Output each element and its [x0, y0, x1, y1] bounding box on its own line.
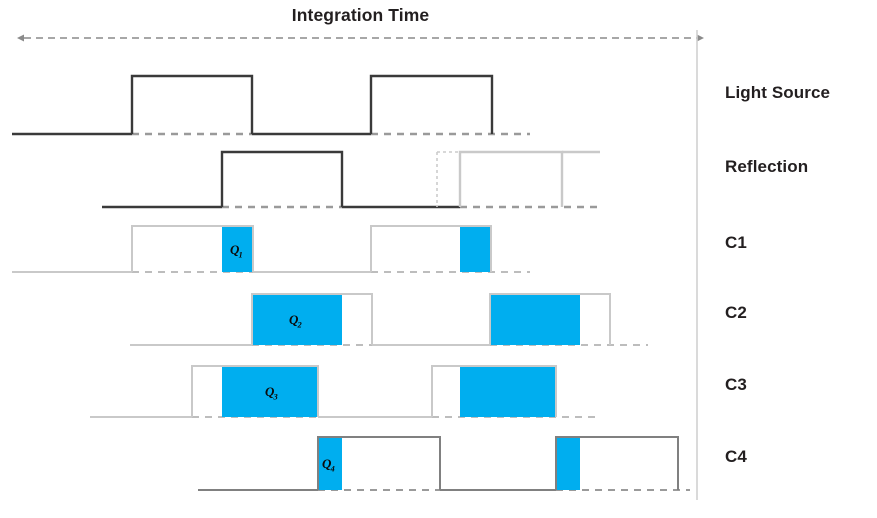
row-label-c3: C3 [725, 375, 747, 394]
charge-fill-c2-1 [252, 294, 342, 345]
charge-label-subscript-c2: 2 [297, 320, 303, 330]
charge-label-c4: Q [322, 456, 332, 471]
pulse-outline-reflection-1 [220, 150, 344, 207]
waveform-row-reflection [102, 150, 600, 209]
pulse-outline-c2-1 [251, 293, 373, 345]
waveform-row-light-source [12, 74, 530, 136]
pulse-outline-c4-1 [317, 436, 441, 490]
charge-fill-c3-1 [222, 366, 318, 417]
charge-label-c1: Q [230, 242, 240, 257]
pulse-outline-light-source-2 [369, 74, 494, 134]
pulse-outline-c1-1 [131, 225, 254, 272]
integration-time-axis: Integration Time [17, 5, 704, 42]
pulse-outline-c2-2 [489, 293, 611, 345]
charge-fill-c1-2 [460, 226, 491, 272]
pulse-outline-c4-2 [555, 436, 679, 490]
integration-time-title: Integration Time [292, 5, 430, 25]
charge-label-c2: Q [289, 312, 299, 327]
charge-label-subscript-c3: 3 [273, 392, 279, 402]
pulse-outline-c3-2 [431, 365, 557, 417]
pulse-outline-c1-2 [370, 225, 492, 272]
charge-label-subscript-c4: 4 [330, 464, 335, 474]
charge-fill-c4-2 [556, 437, 580, 490]
row-label-reflection: Reflection [725, 157, 808, 176]
pulse-outline-reflection-2 [458, 150, 564, 207]
row-label-c4: C4 [725, 447, 747, 466]
charge-fill-c2-2 [490, 294, 580, 345]
charge-label-c3: Q [265, 384, 275, 399]
pulse-outline-light-source-1 [130, 74, 254, 134]
charge-fill-c4-1 [318, 437, 342, 490]
row-label-c1: C1 [725, 233, 747, 252]
charge-label-subscript-c1: 1 [239, 250, 243, 260]
charge-fill-c3-2 [460, 366, 556, 417]
pulse-outline-c3-1 [191, 365, 319, 417]
row-label-light-source: Light Source [725, 83, 830, 102]
row-label-c2: C2 [725, 303, 747, 322]
charge-fill-c1-1 [222, 226, 253, 272]
